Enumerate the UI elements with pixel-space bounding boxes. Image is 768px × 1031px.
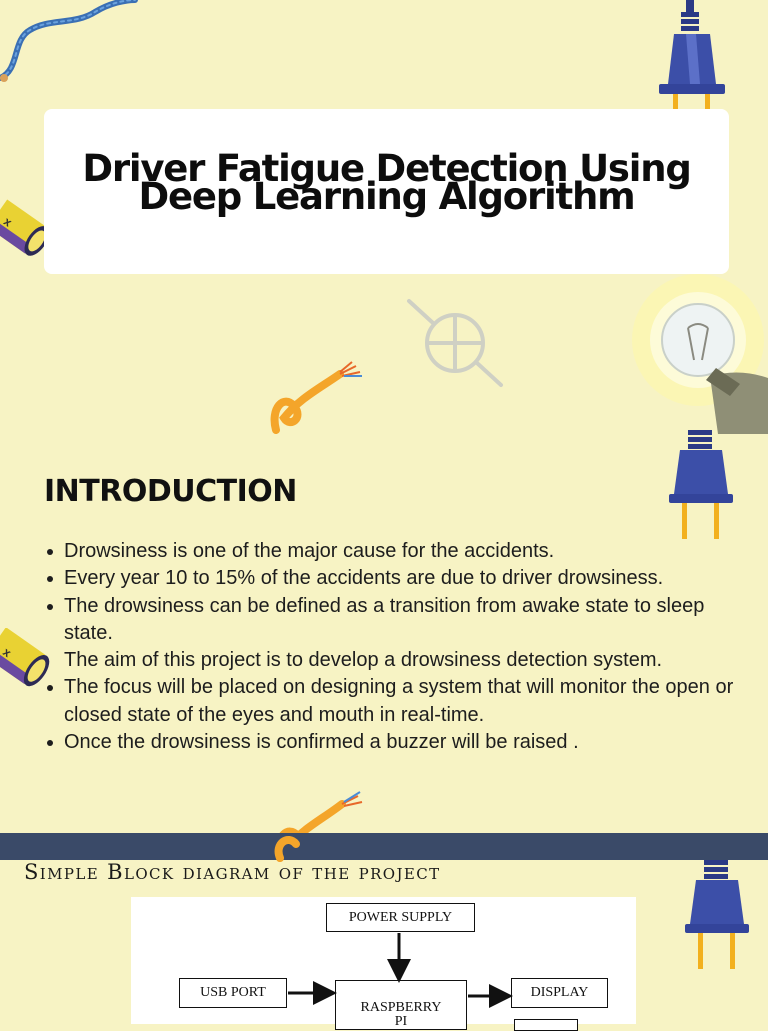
section-divider-band bbox=[0, 833, 768, 860]
list-item: Drowsiness is one of the major cause for… bbox=[46, 538, 746, 565]
list-item: Every year 10 to 15% of the accidents ar… bbox=[46, 565, 746, 592]
battery-icon: x bbox=[0, 628, 50, 687]
battery-icon: x bbox=[0, 199, 49, 256]
wire-icon bbox=[274, 836, 300, 862]
power-supply-block: POWER SUPPLY bbox=[326, 903, 475, 932]
target-icon bbox=[407, 299, 503, 387]
introduction-list: Drowsiness is one of the major cause for… bbox=[46, 538, 746, 756]
list-item: The focus will be placed on designing a … bbox=[46, 674, 746, 729]
introduction-heading: INTRODUCTION bbox=[44, 474, 297, 509]
diagram-arrows bbox=[288, 933, 513, 1008]
title-line-2: Deep Learning Algorithm bbox=[138, 174, 635, 218]
title-line-1: Driver Fatigue Detection Using bbox=[82, 146, 692, 190]
list-item: Once the drowsiness is confirmed a buzze… bbox=[46, 729, 746, 756]
plug-icon bbox=[685, 860, 749, 969]
raspberry-label: RASPBERRY bbox=[360, 1000, 442, 1015]
title-card: Driver Fatigue Detection Using Deep Lear… bbox=[44, 109, 729, 274]
block-diagram: POWER SUPPLY USB PORT RASPBERRY PI DISPL… bbox=[131, 897, 636, 1031]
display-block: DISPLAY bbox=[511, 978, 608, 1008]
plug-icon bbox=[669, 430, 733, 539]
cable-icon bbox=[0, 0, 138, 82]
list-item: The aim of this project is to develop a … bbox=[64, 649, 663, 672]
list-item: The drowsiness can be defined as a trans… bbox=[46, 593, 746, 648]
usb-port-block: USB PORT bbox=[179, 978, 287, 1008]
lightbulb-icon bbox=[632, 274, 768, 434]
diagram-title: Simple Block diagram of the project bbox=[24, 860, 441, 884]
wire-icon bbox=[270, 361, 362, 434]
